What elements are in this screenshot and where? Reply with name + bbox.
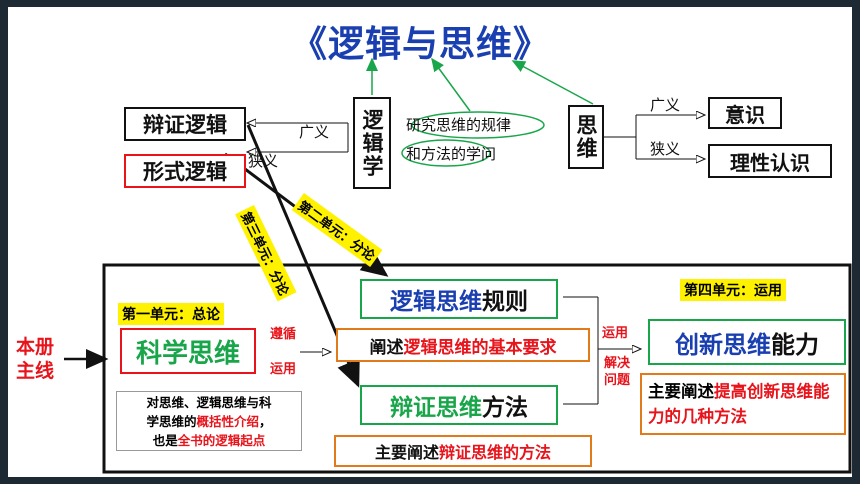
unit4-desc-a: 主要阐述 [648,382,714,401]
node-innovative-ability: 创新思维能力 [648,319,846,365]
main-line-label-1: 本册 [16,336,55,358]
unit4-description: 主要阐述提高创新思维能力的几种方法 [640,373,846,435]
label-broad-logic: 广义 [299,123,330,141]
label-follow: 遵循 [270,327,297,342]
label-apply-1: 运用 [270,362,297,377]
unit3-desc-a: 主要阐述 [374,443,439,462]
tag-unit1: 第一单元：总论 [118,303,224,325]
unit1-desc-part: 学思维的 [146,414,197,429]
unit2-description: 阐述逻辑思维的基本要求 [336,328,590,362]
label-narrow-logic: 狭义 [248,152,279,170]
unit3-title-a: 辩证思维 [390,395,482,421]
unit3-description: 主要阐述辩证思维的方法 [334,435,592,467]
connector-layer [64,57,852,474]
label-broad-thinking: 广义 [650,96,681,114]
logic-definition-line1: 研究思维的规律 [406,116,512,134]
unit2-title-b: 规则 [482,289,528,315]
unit1-desc-line3: 也是全书的逻辑起点 [117,431,301,450]
label-narrow-thinking: 狭义 [650,140,681,158]
unit1-desc-highlight1: 概括性介绍 [196,414,259,429]
unit3-title-b: 方法 [482,395,528,421]
unit4-desc-b: 提高创新思维能力的几种方法 [648,382,830,426]
node-dialectical-method: 辩证思维方法 [360,385,558,425]
arrow-thinking-to-title [511,60,594,105]
ellipse-def-2 [401,139,491,167]
unit2-title-a: 逻辑思维 [390,289,482,315]
slide: 《逻辑与思维》 辩证逻辑 形式逻辑 广义 狭义 逻辑学 研究思维的规律 和方法的… [8,7,852,477]
label-apply-2: 运用 [602,326,629,341]
unit4-title-b: 能力 [771,330,819,359]
node-logic: 逻辑学 [353,97,391,189]
node-science-thinking: 科学思维 [120,328,256,374]
unit2-desc-a: 阐述 [369,337,404,358]
main-line-label-2: 主线 [16,360,55,382]
node-thinking: 思维 [568,105,604,169]
label-solve-problems: 解决问题 [603,356,630,388]
page-title: 《逻辑与思维》 [291,24,551,65]
unit2-desc-b: 逻辑思维的基本要求 [403,337,557,358]
tag-unit4: 第四单元：运用 [680,279,786,301]
unit1-desc-highlight2: 全书的逻辑起点 [177,433,266,448]
unit1-desc-comma: ， [259,414,272,429]
unit1-desc-line1: 对思维、逻辑思维与科 [146,395,272,410]
arrow-def-to-title [431,57,471,112]
node-dialectical-logic: 辩证逻辑 [124,107,246,141]
node-consciousness: 意识 [708,97,782,129]
node-rational-cognition: 理性认识 [708,144,832,178]
main-line-label: 本册 主线 [16,335,54,383]
logic-definition-line2: 和方法的学问 [406,145,497,163]
unit1-desc-line2: 学思维的概括性介绍， [117,412,301,431]
unit1-description: 对思维、逻辑思维与科 学思维的概括性介绍， 也是全书的逻辑起点 [116,391,302,451]
node-formal-logic: 形式逻辑 [124,154,246,188]
unit1-desc-part2: 也是 [152,433,178,448]
ellipse-def-1 [411,111,545,139]
node-logic-rules: 逻辑思维规则 [360,279,558,319]
unit3-desc-b: 辩证思维的方法 [439,443,552,462]
unit4-title-a: 创新思维 [675,330,771,359]
